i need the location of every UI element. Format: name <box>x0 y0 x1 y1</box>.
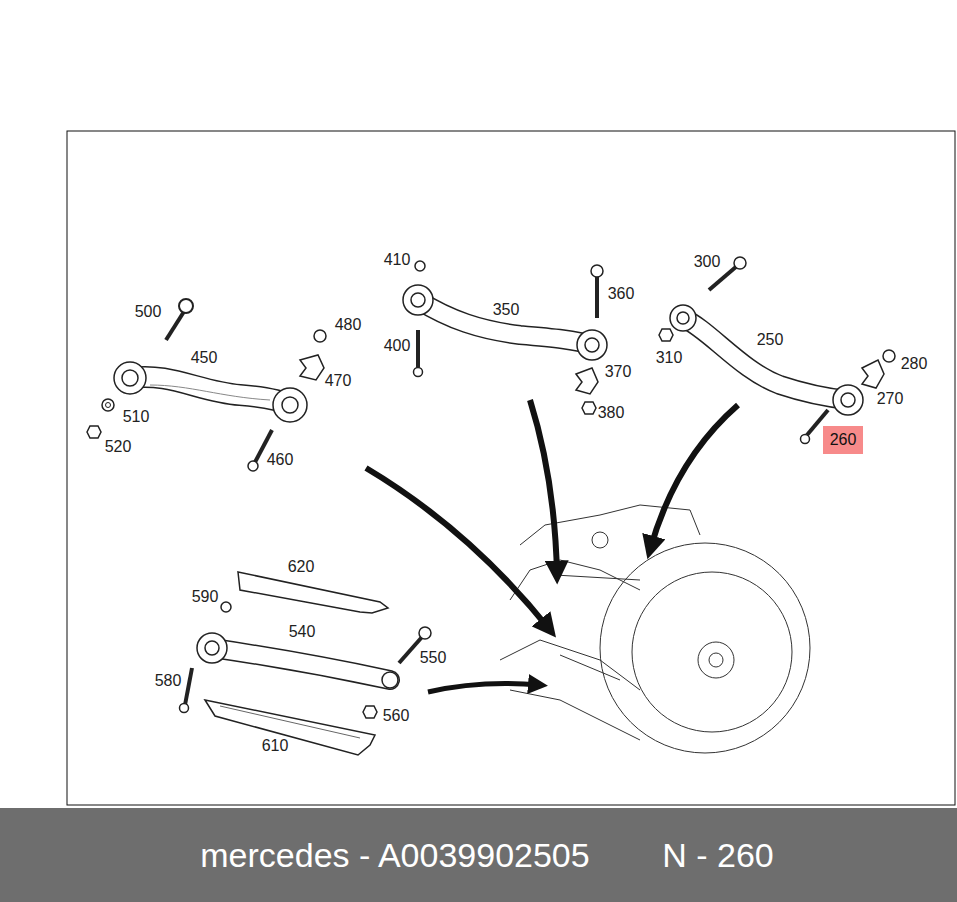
washer <box>314 330 326 342</box>
control-arm <box>197 633 398 688</box>
callout-number: 460 <box>267 451 294 469</box>
callout-number: 270 <box>877 390 904 408</box>
callout-number: 300 <box>694 253 721 271</box>
nut <box>582 402 596 414</box>
plate <box>300 355 324 380</box>
nut <box>415 261 425 271</box>
callout-number: 410 <box>384 251 411 269</box>
plate <box>862 360 884 388</box>
callout-number: 550 <box>420 649 447 667</box>
washer <box>106 403 111 408</box>
callout-number: 470 <box>325 372 352 390</box>
bolt <box>414 330 423 377</box>
footer-band: mercedes - A0039902505 N - 260 <box>0 808 957 902</box>
washer <box>221 602 231 612</box>
callout-number: 360 <box>608 285 635 303</box>
control-arm <box>670 305 863 415</box>
highlight-box: 260 <box>823 426 864 453</box>
callout-number: 480 <box>335 316 362 334</box>
callout-number: 500 <box>135 303 162 321</box>
callout-number: 590 <box>192 588 219 606</box>
callout-number: 370 <box>605 363 632 381</box>
washer <box>102 399 114 411</box>
callout-number: 250 <box>757 331 784 349</box>
bolt <box>591 265 603 318</box>
nut <box>87 426 101 438</box>
callout-number: 260 <box>830 430 857 449</box>
frame <box>67 131 955 805</box>
callout-number: 510 <box>123 408 150 426</box>
callout-number: 610 <box>262 737 289 755</box>
washer <box>883 350 895 362</box>
callout-number: 540 <box>289 623 316 641</box>
nut <box>363 706 377 718</box>
callout-number: 350 <box>493 301 520 319</box>
nut <box>659 329 673 341</box>
callout-number: 580 <box>155 672 182 690</box>
bolt <box>180 668 193 713</box>
cover <box>205 700 375 755</box>
part-number: mercedes - A0039902505 <box>200 835 589 876</box>
callout-number: 620 <box>288 558 315 576</box>
plate <box>238 572 388 613</box>
control-arm <box>403 285 607 360</box>
callout-number: 380 <box>598 404 625 422</box>
callout-number: 400 <box>384 337 411 355</box>
callout-number: 280 <box>901 355 928 373</box>
pointer-arrow <box>366 400 738 692</box>
callout-number: 450 <box>191 349 218 367</box>
callout-number: 310 <box>656 349 683 367</box>
callout-number: 560 <box>383 707 410 725</box>
item-number: N - 260 <box>662 835 774 876</box>
bolt <box>166 299 193 340</box>
callout-number: 520 <box>105 438 132 456</box>
plate <box>576 368 598 394</box>
